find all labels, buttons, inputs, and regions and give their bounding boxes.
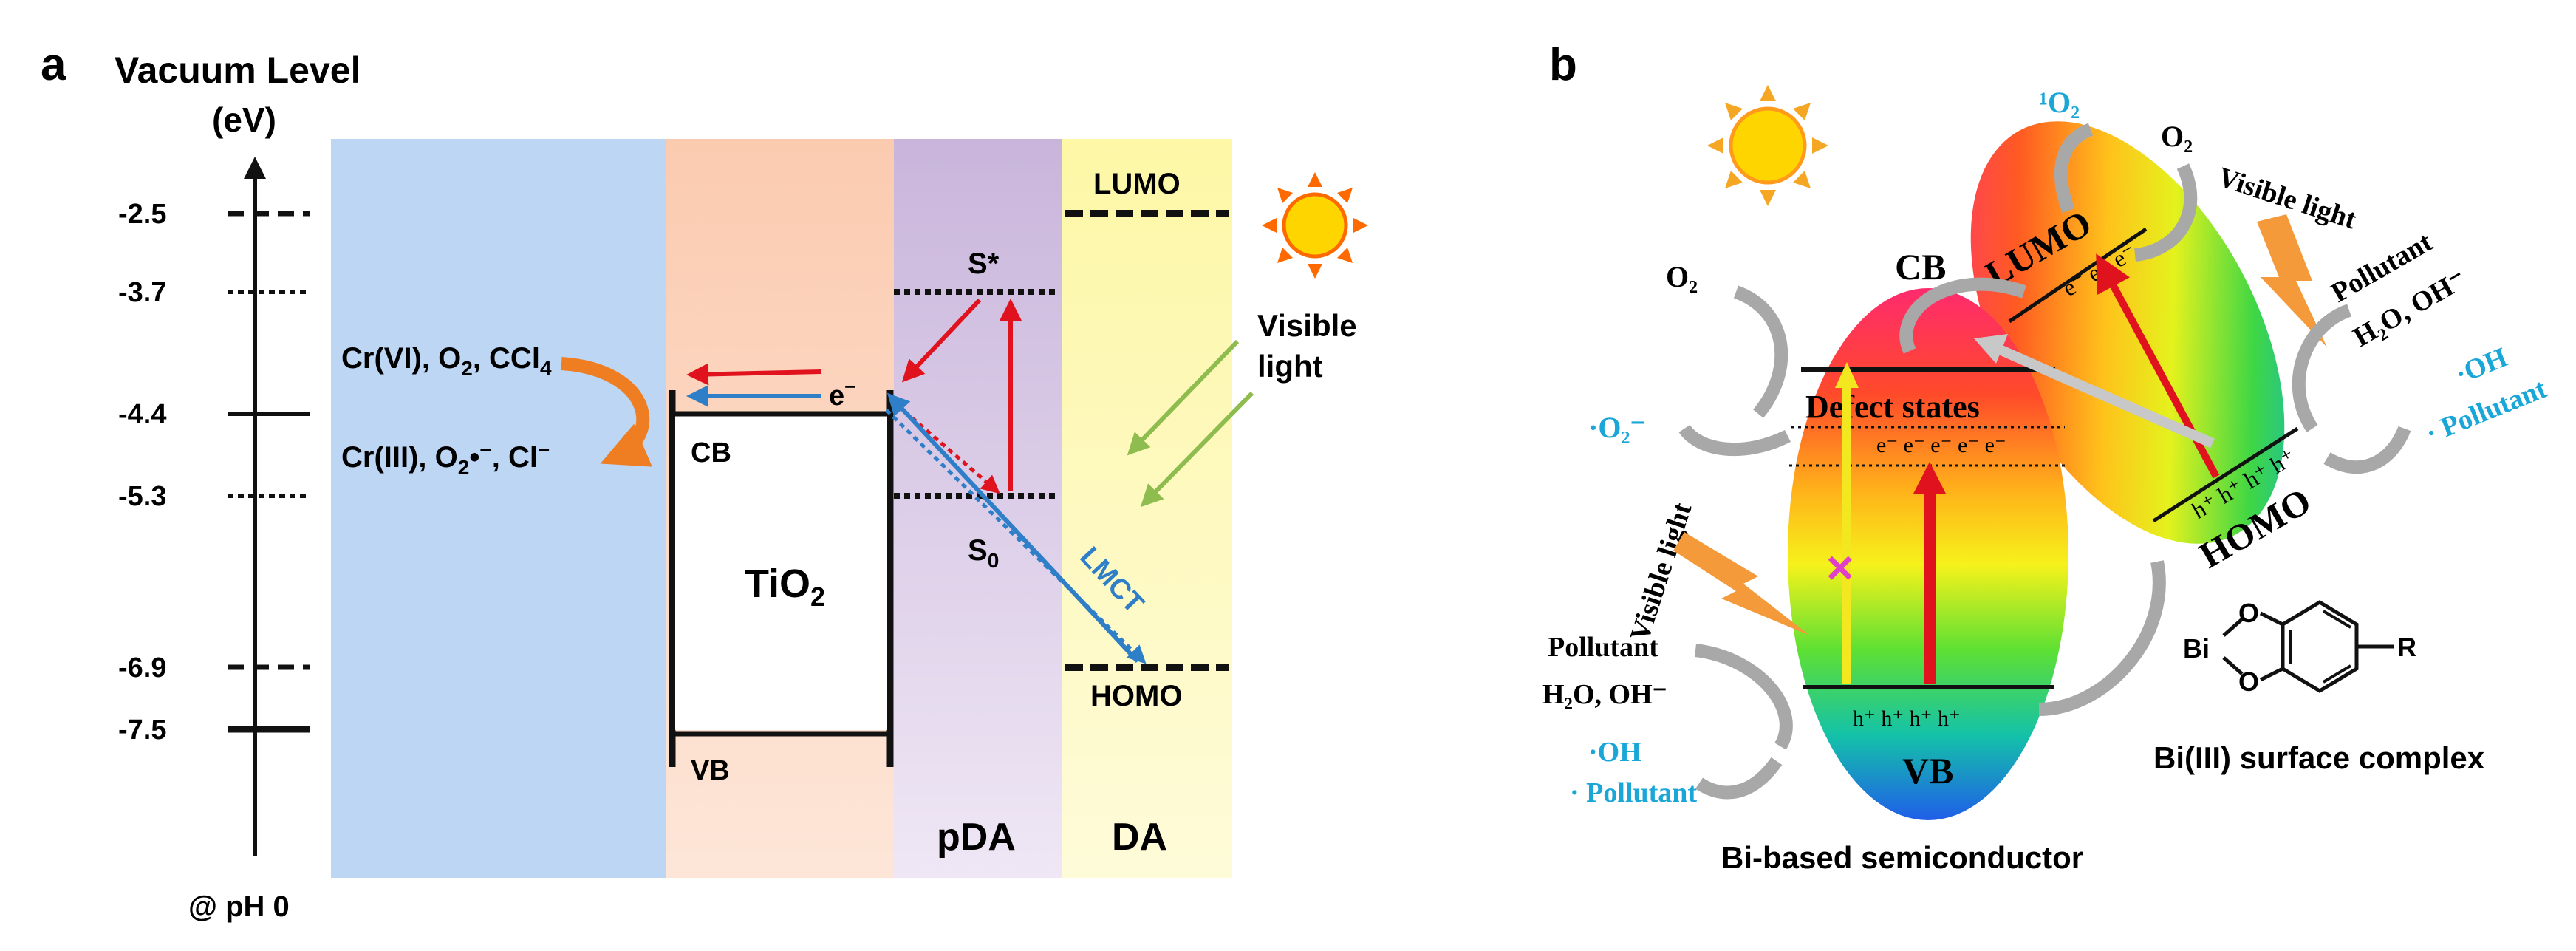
panel-b-label: b — [1549, 39, 1577, 90]
pda-region — [894, 139, 1062, 878]
cb-label: CB — [691, 437, 731, 468]
axis-title: Vacuum Level — [115, 50, 361, 91]
o2-left-label: O₂ — [1666, 260, 1698, 293]
light-ray-arrow — [1140, 391, 1254, 508]
oh-right-label: ·OH — [2451, 342, 2512, 391]
lightning-bolt-icon — [2257, 214, 2327, 347]
vb-holes: h⁺ h⁺ h⁺ h⁺ — [1853, 706, 1961, 731]
o2-top-label: O₂ — [2161, 120, 2193, 153]
complex-bi: Bi — [2183, 633, 2210, 664]
electron-label: e− — [829, 375, 855, 412]
lmct-arrow — [886, 392, 1140, 664]
singlet-oxygen-label: ¹O₂ — [2039, 86, 2080, 119]
semiconductor-caption: Bi-based semiconductor — [1721, 840, 2083, 875]
oxidation-left-arrow — [1695, 757, 1783, 800]
pollutant-left-label: Pollutant — [1548, 632, 1658, 663]
lmct-back-arrow — [885, 409, 1147, 664]
ph-footnote: @ pH 0 — [188, 890, 290, 923]
panel-a-label: a — [41, 39, 66, 90]
tick-label: -3.7 — [118, 277, 166, 308]
defect-states-label: Defect states — [1805, 389, 1980, 425]
tio2-label: TiO2 — [745, 562, 825, 612]
o2-left-arrow — [1733, 285, 1788, 418]
water-left-label: H₂O, OH⁻ — [1542, 679, 1667, 710]
cb-to-complex-arrow — [1899, 277, 2026, 354]
blocked-arrow-head — [1835, 362, 1859, 388]
axis-unit: (eV) — [212, 100, 276, 139]
lightning-bolt-icon — [1673, 532, 1810, 635]
singlet-oxygen-arrow — [2054, 123, 2094, 214]
visible-light-left-label: Visible light — [1624, 499, 1698, 645]
reactants-label: Cr(VI), O2, CCl4 — [341, 342, 552, 380]
da-label: DA — [1112, 816, 1167, 859]
oh-left-label: ·OH — [1588, 737, 1641, 768]
complex-to-semiconductor-arrow — [1992, 342, 2215, 449]
lumo-label: LUMO — [1093, 168, 1181, 200]
tio2-band-diagram: CB VB TiO2 — [669, 390, 894, 786]
transfer-arrow-head — [1974, 334, 2008, 364]
vb-label: VB — [691, 755, 730, 786]
oxidation-right-arrow — [2323, 426, 2411, 474]
products-label: Cr(III), O2•−, Cl− — [341, 438, 550, 479]
o2-top-arrow — [2133, 163, 2198, 262]
pollutant-right-arrow — [2292, 304, 2352, 432]
sun-icon — [1707, 85, 1828, 206]
electron-transfer-red — [686, 363, 822, 386]
electrolyte-region — [331, 139, 666, 878]
defect-electrons: e⁻ e⁻ e⁻ e⁻ e⁻ — [1876, 433, 2006, 457]
s0-label: S0 — [968, 534, 999, 572]
vb-to-homo-arrow — [2038, 560, 2166, 716]
superoxide-label: ·O₂⁻ — [1588, 411, 1646, 444]
bi-complex-structure — [2222, 600, 2394, 693]
defect-arrow-head — [1913, 462, 1946, 494]
complex-o-top: O — [2238, 598, 2259, 628]
sun-icon — [1262, 172, 1368, 279]
cross-mark: × — [1826, 541, 1854, 594]
complex-lumo-level — [2008, 227, 2148, 324]
s-star-label: S* — [968, 248, 1000, 280]
axis-ticks: -2.5 -3.7 -4.4 -5.3 -6.9 -7.5 — [118, 199, 310, 746]
complex-homo-level — [2152, 426, 2299, 523]
panel-a: a Vacuum Level (eV) -2.5 -3.7 -4.4 -5.3 … — [41, 39, 1368, 923]
pollutant-product-left-label: · Pollutant — [1570, 777, 1697, 808]
pda-label: pDA — [937, 816, 1016, 859]
tick-label: -5.3 — [118, 481, 166, 512]
da-region — [1062, 139, 1232, 878]
homo-label: HOMO — [1090, 680, 1182, 712]
complex-caption: Bi(III) surface complex — [2153, 740, 2485, 775]
pollutant-left-arrow — [1694, 644, 1793, 750]
tick-label: -4.4 — [118, 399, 166, 430]
cb-label: CB — [1895, 246, 1946, 287]
reduction-curved-arrow — [561, 357, 652, 467]
visible-light-label-line2: light — [1257, 349, 1323, 384]
superoxide-arrow — [1678, 424, 1791, 457]
panel-b: b LUMO HOMO e⁻ e⁻ e⁻ h⁺ h⁺ h⁺ h⁺ — [1542, 39, 2551, 875]
pollutant-product-right-label: · Pollutant — [2422, 373, 2552, 450]
complex-r: R — [2397, 632, 2416, 662]
visible-light-label-line1: Visible — [1257, 308, 1357, 343]
relaxation-arrow — [901, 298, 982, 383]
vb-label: VB — [1902, 750, 1953, 791]
complex-o-bottom: O — [2238, 667, 2259, 697]
light-ray-arrow — [1127, 339, 1240, 456]
tick-label: -2.5 — [118, 199, 166, 230]
tick-label: -6.9 — [118, 652, 166, 684]
tick-label: -7.5 — [118, 715, 166, 746]
